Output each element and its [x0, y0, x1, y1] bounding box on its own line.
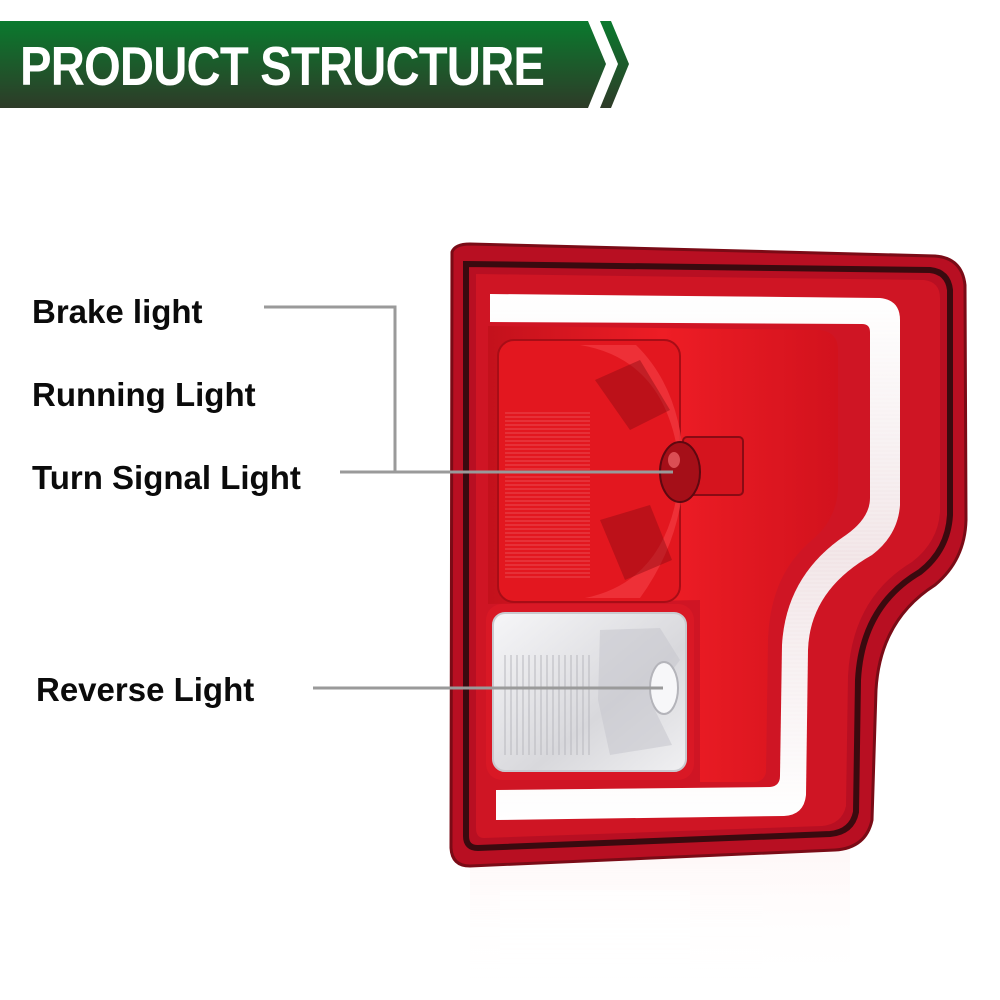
dark-trim: [463, 260, 953, 852]
reverse-lamp: [486, 604, 694, 780]
banner-shape: [0, 21, 629, 108]
banner-title: PRODUCT STRUCTURE: [20, 35, 545, 97]
reflection: [470, 846, 850, 990]
label-brake-light: Brake light: [32, 293, 203, 330]
label-running-light: Running Light: [32, 376, 256, 413]
section-banner: PRODUCT STRUCTURE: [0, 0, 640, 130]
label-reverse-light: Reverse Light: [36, 671, 255, 708]
turn-signal-bulb: [659, 436, 744, 503]
label-turn-signal-light: Turn Signal Light: [32, 459, 301, 496]
